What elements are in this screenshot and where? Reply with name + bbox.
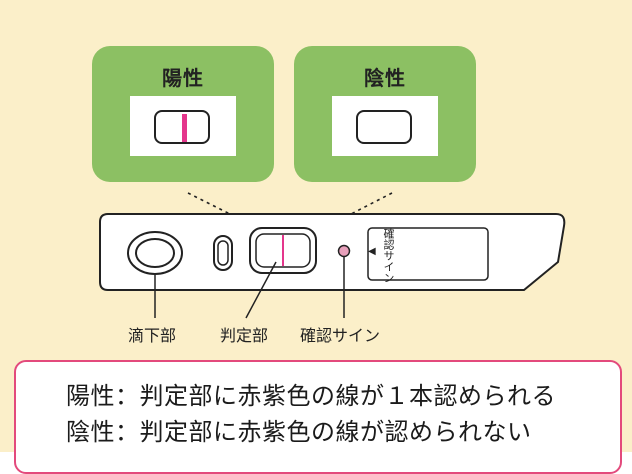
control-window bbox=[367, 227, 489, 281]
window-label: 確認サイン bbox=[382, 228, 395, 283]
summary-positive-text: 陽性：判定部に赤紫色の線が１本認められる bbox=[66, 382, 556, 410]
positive-test-frame bbox=[154, 110, 210, 144]
sample-well-inner bbox=[135, 238, 175, 268]
summary-box: 陽性：判定部に赤紫色の線が１本認められる 陰性：判定部に赤紫色の線が認められない bbox=[14, 360, 622, 474]
sample-well-label: 滴下部 bbox=[128, 326, 177, 345]
positive-test-line bbox=[182, 114, 187, 142]
test-area-label: 判定部 bbox=[220, 326, 269, 345]
negative-result-box: 陰性 bbox=[294, 46, 476, 182]
test-cassette-diagram bbox=[99, 192, 566, 319]
control-sign-label: 確認サイン bbox=[300, 326, 381, 345]
summary-negative-text: 陰性：判定部に赤紫色の線が認められない bbox=[66, 418, 532, 446]
window-arrow-icon: ◀ bbox=[368, 246, 376, 257]
negative-title: 陰性 bbox=[364, 66, 406, 90]
control-sign-dot bbox=[337, 244, 351, 258]
negative-test-frame bbox=[356, 110, 412, 144]
positive-window bbox=[130, 96, 236, 156]
sample-slot-inner bbox=[217, 240, 229, 266]
positive-result-box: 陽性 bbox=[92, 46, 274, 182]
positive-title: 陽性 bbox=[162, 66, 204, 90]
test-area-leader bbox=[245, 261, 277, 319]
negative-window bbox=[332, 96, 438, 156]
